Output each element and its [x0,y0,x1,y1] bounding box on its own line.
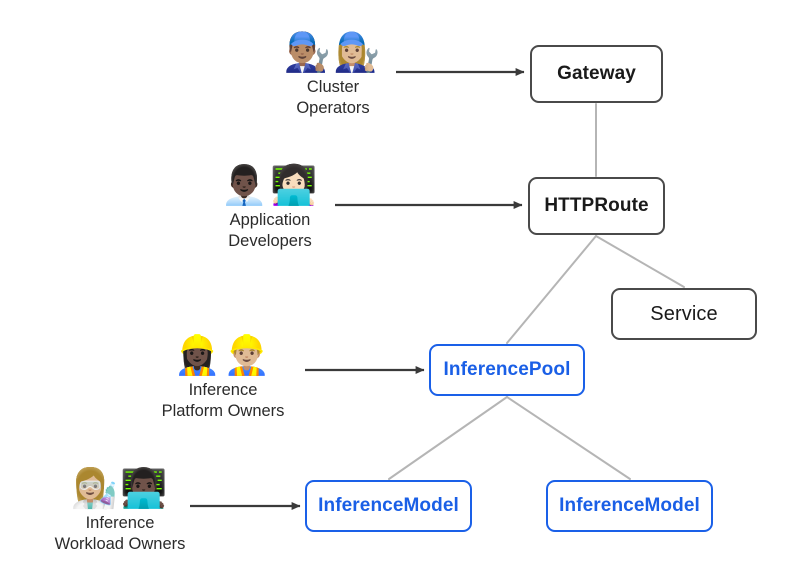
node-inferencemodel2[interactable]: InferenceModel [546,480,713,532]
node-gateway[interactable]: Gateway [530,45,663,103]
man-mechanic-icon-woman-mechanic-icon: 👨🏽‍🔧👩🏼‍🔧 [283,30,383,74]
node-inferencemodel1[interactable]: InferenceModel [305,480,472,532]
edge-inferencepool-to-model1 [388,396,508,480]
actor-label-line2: Operators [296,99,370,117]
node-label: InferencePool [443,359,571,380]
node-httproute[interactable]: HTTPRoute [528,177,665,235]
persona-arrows [190,68,525,510]
actor-label-line1: Inference [188,381,258,399]
node-inferencepool[interactable]: InferencePool [429,344,585,396]
actor-label-line2: Workload Owners [54,535,186,553]
node-label: InferenceModel [318,495,459,516]
edge-httproute-to-service [595,235,685,288]
man-office-worker-icon-woman-technologist-icon: 👨🏿‍💼👩🏻‍💻 [220,163,320,207]
node-label: InferenceModel [559,495,700,516]
edge-inferencepool-to-model2 [506,396,631,480]
node-service[interactable]: Service [611,288,757,340]
node-label: Gateway [557,63,636,84]
actor-label-line2: Platform Owners [161,402,285,420]
actor-label-line1: Cluster [306,78,360,96]
node-label: HTTPRoute [544,195,649,216]
actor-label-line1: Application [229,211,311,229]
actor-label-line1: Inference [85,514,155,532]
edge-httproute-to-inferencepool [506,235,597,344]
woman-construction-worker-icon-man-construction-worker-icon: 👷🏿‍♀️👷🏼‍♂️ [173,333,273,377]
woman-scientist-icon-man-technologist-icon: 👩🏼‍🔬👨🏿‍💻 [70,466,170,510]
actor-label-line2: Developers [228,232,312,250]
node-label: Service [650,302,718,325]
